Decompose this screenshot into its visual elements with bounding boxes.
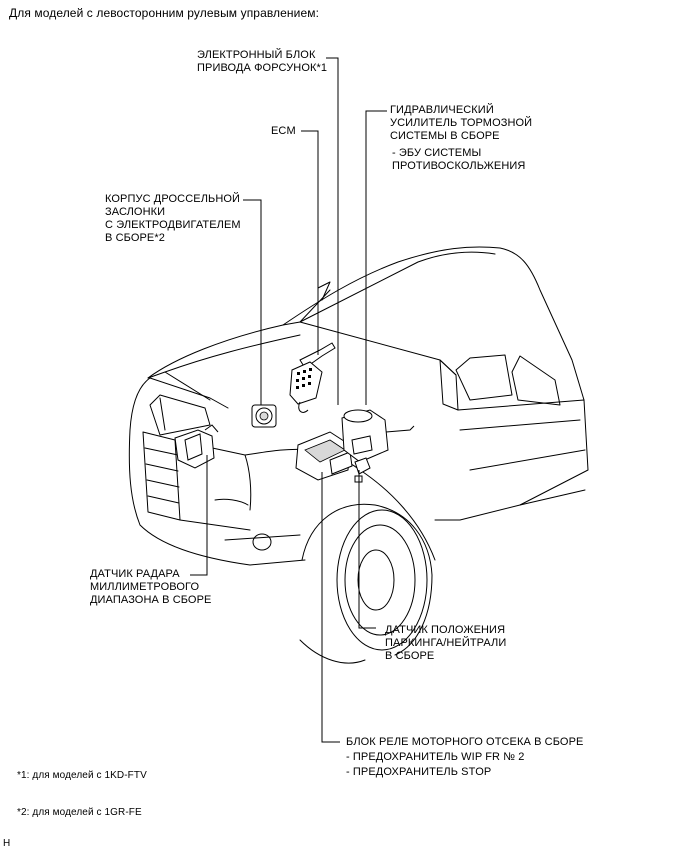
relay-block-icon	[295, 431, 353, 481]
page-title: Для моделей с левосторонним рулевым упра…	[9, 6, 320, 20]
car-outline	[128, 246, 589, 664]
throttle-body-label: КОРПУС ДРОССЕЛЬНОЙ ЗАСЛОНКИ С ЭЛЕКТРОДВИ…	[105, 193, 241, 244]
radar-sensor-label: ДАТЧИК РАДАРА МИЛЛИМЕТРОВОГО ДИАПАЗОНА В…	[90, 568, 212, 606]
ecm-icon	[289, 361, 323, 413]
injector-driver-label: ЭЛЕКТРОННЫЙ БЛОК ПРИВОДА ФОРСУНОК*1	[197, 49, 328, 74]
throttle-body-icon	[251, 404, 277, 428]
leader-lines	[190, 57, 387, 743]
brake-booster-sublabel: - ЭБУ СИСТЕМЫ ПРОТИВОСКОЛЬЖЕНИЯ	[392, 147, 526, 172]
brake-booster-label: ГИДРАВЛИЧЕСКИЙ УСИЛИТЕЛЬ ТОРМОЗНОЙ СИСТЕ…	[390, 104, 533, 142]
footnote-1: *1: для моделей с 1KD-FTV	[17, 770, 147, 781]
relay-block-label: БЛОК РЕЛЕ МОТОРНОГО ОТСЕКА В СБОРЕ - ПРЕ…	[346, 736, 584, 778]
park-neutral-sensor-icon	[354, 457, 371, 483]
ecm-label: ECM	[271, 125, 296, 137]
radar-sensor-icon	[174, 424, 219, 469]
brake-booster-icon	[341, 409, 415, 463]
park-neutral-label: ДАТЧИК ПОЛОЖЕНИЯ ПАРКИНГА/НЕЙТРАЛИ В СБО…	[385, 624, 507, 662]
corner-mark: H	[3, 838, 11, 849]
footnote-2: *2: для моделей с 1GR-FE	[17, 807, 142, 818]
